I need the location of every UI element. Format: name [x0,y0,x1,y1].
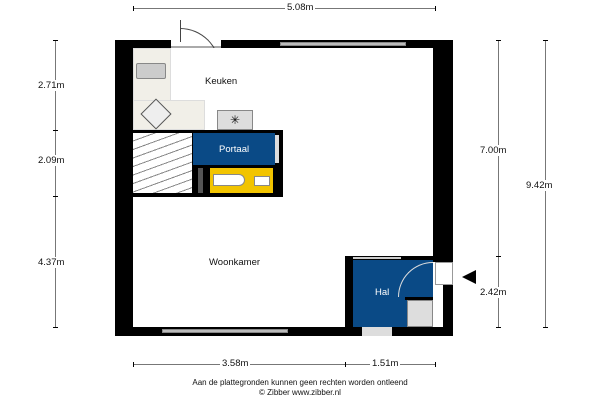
toilet-icon [213,174,245,186]
dimension-label: 7.00m [478,145,509,156]
dimension-label: 2.09m [36,155,67,166]
sink-icon [136,63,166,79]
credit-text: © Zibber www.zibber.nl [259,388,341,397]
staircase [133,133,192,193]
disclaimer-text: Aan de plattegronden kunnen geen rechten… [192,378,408,387]
window [162,329,288,333]
room-portaal [193,133,275,165]
dimension-label: 3.58m [220,358,251,369]
washbasin-icon [254,176,270,186]
dimension-label: 2.42m [478,287,509,298]
door-arc [180,28,220,48]
room-label-portaal: Portaal [219,144,250,155]
appliance-icon: ✳ [217,110,253,130]
entrance-arrow-icon [462,270,476,284]
dimension-label: 9.42m [524,180,555,191]
dimension-label: 2.71m [36,80,67,91]
room-label-hal: Hal [375,287,390,298]
dimension-label: 1.51m [370,358,401,369]
window [280,42,406,46]
dimension-label: 5.08m [285,2,316,13]
meter-cupboard-icon [407,300,433,327]
dimension-label: 4.37m [36,257,67,268]
room-label-keuken: Keuken [205,76,238,87]
room-label-woonkamer: Woonkamer [209,257,261,268]
